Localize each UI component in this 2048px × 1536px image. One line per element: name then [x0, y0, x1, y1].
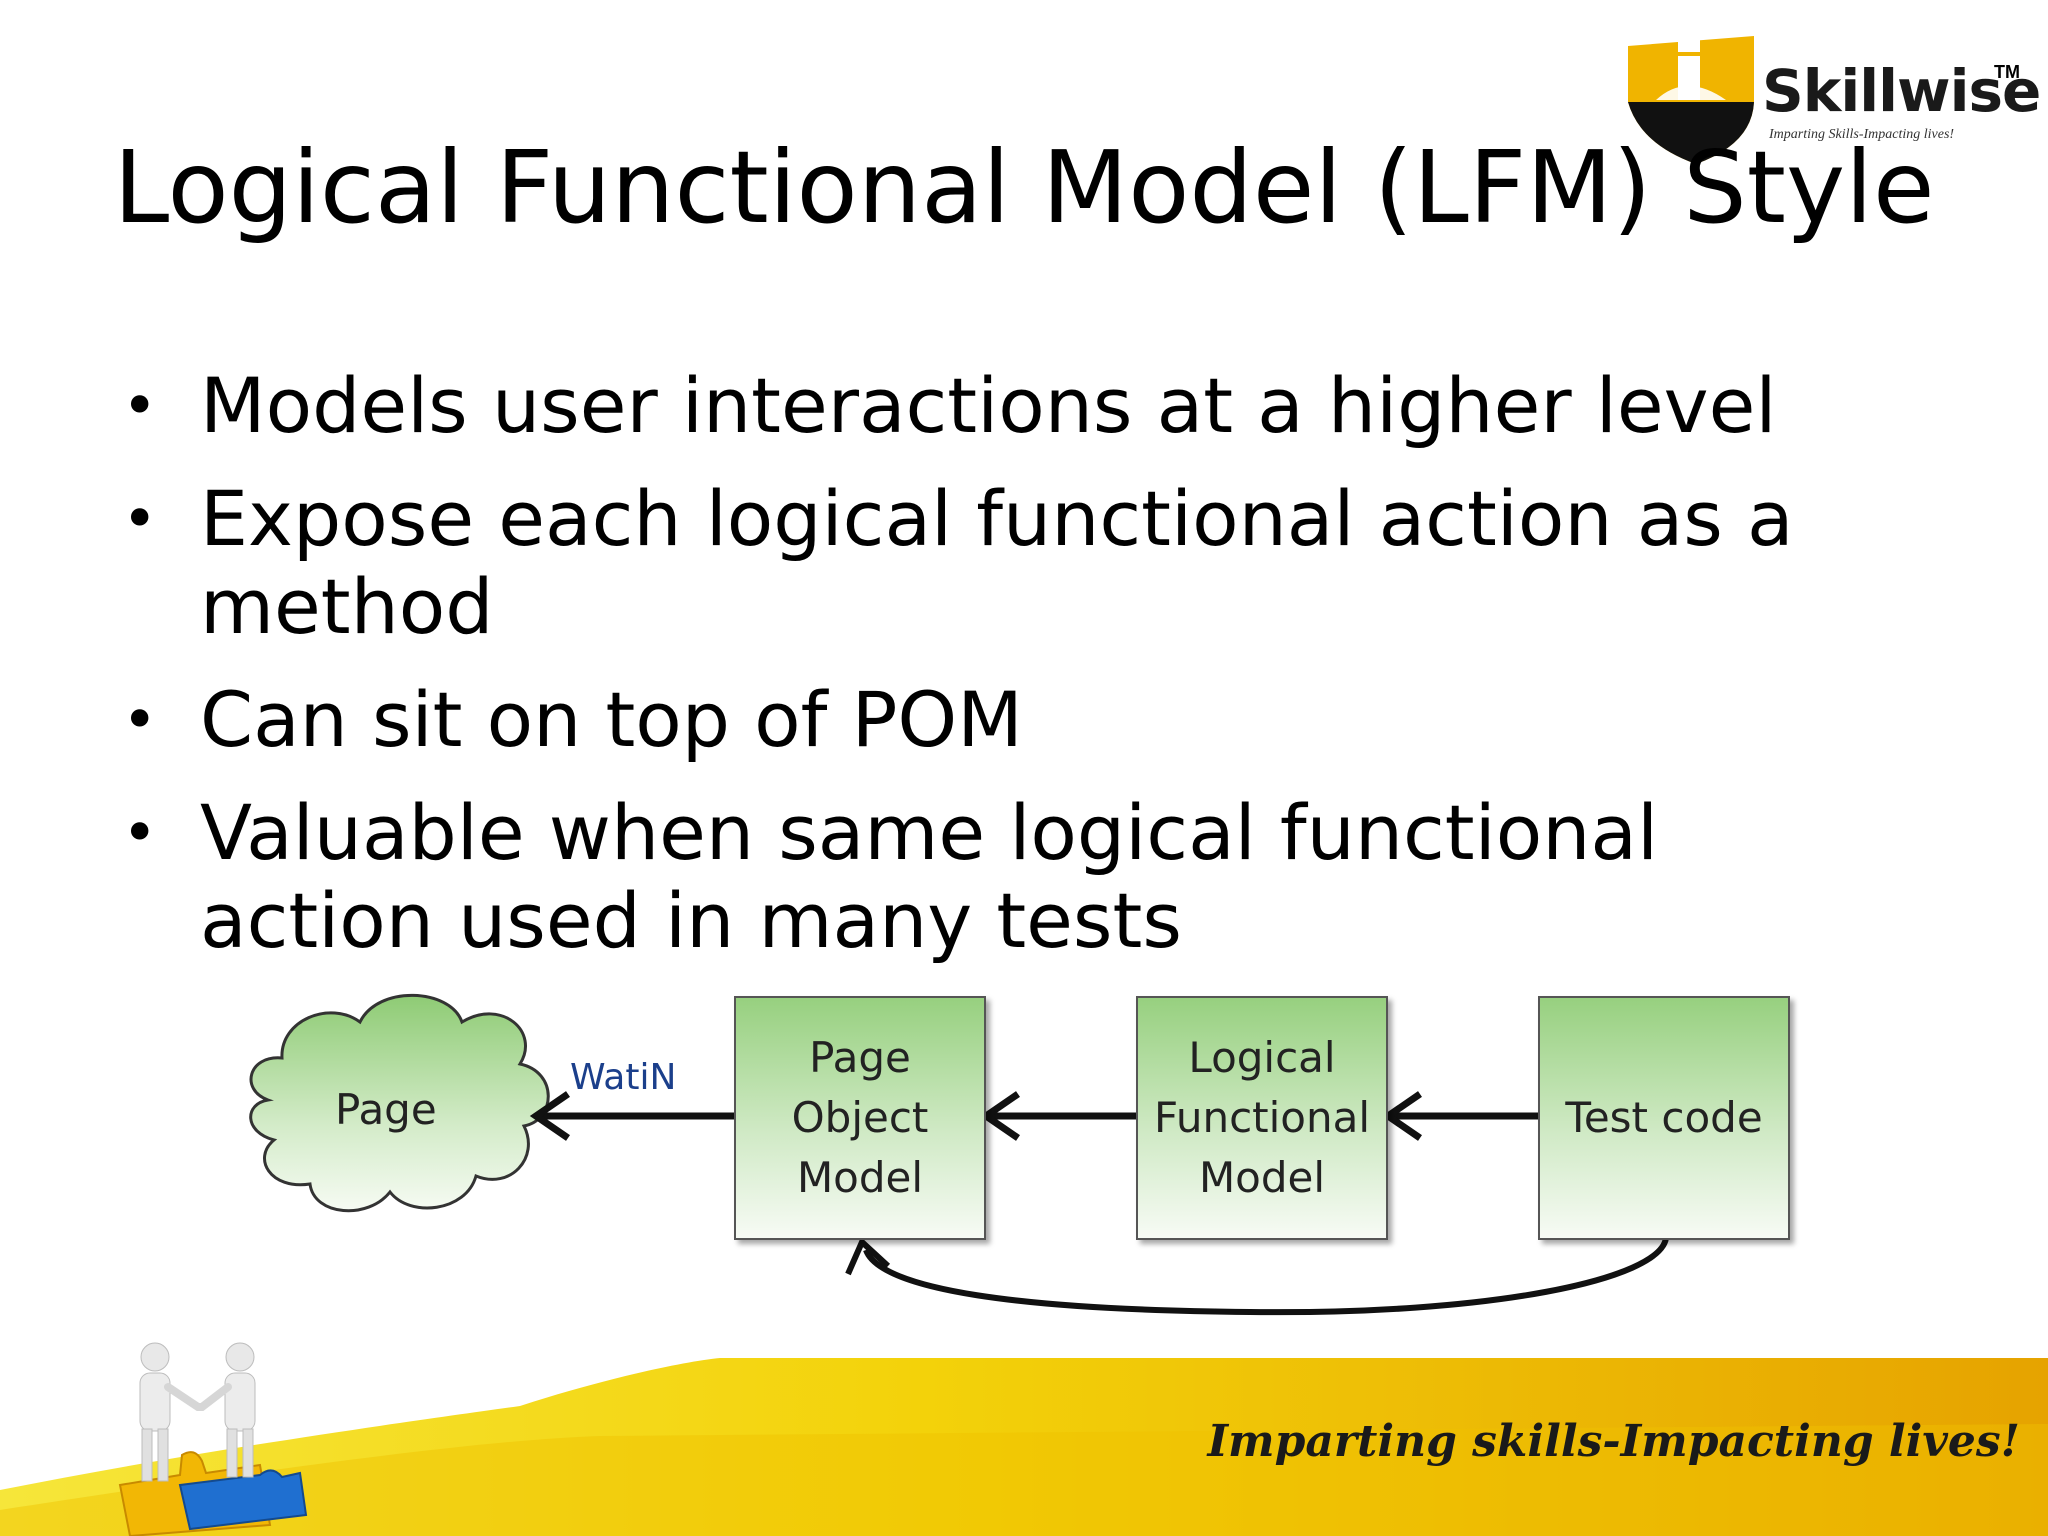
logical-functional-model-box: Logical Functional Model [1136, 996, 1388, 1240]
diagram-connectors [249, 993, 1669, 1316]
bullet-text: Expose each logical functional action as… [200, 474, 1794, 651]
slide-title: Logical Functional Model (LFM) Style [113, 129, 1935, 246]
bullet-item: • Models user interactions at a higher l… [116, 362, 1976, 450]
test-code-box: Test code [1538, 996, 1790, 1240]
footer-band [0, 1358, 2048, 1536]
box-label: Page Object Model [791, 1033, 929, 1202]
box-label: Test code [1565, 1093, 1763, 1142]
logo-wordmark: Skillwise [1762, 57, 2041, 125]
logo-tagline: Imparting Skills-Impacting lives! [1769, 127, 1955, 142]
logo-shield-icon [1628, 36, 1754, 164]
bullet-dot: • [122, 484, 158, 554]
bullet-dot: • [122, 685, 158, 755]
bullet-item: • Valuable when same logical functional … [116, 789, 1790, 965]
bullet-dot: • [122, 798, 158, 868]
bullet-item: • Can sit on top of POM [116, 676, 1976, 764]
logo-trademark: TM [1994, 62, 2020, 82]
page-cloud-icon [249, 993, 550, 1213]
bullet-text: Valuable when same logical functional ac… [200, 788, 1659, 965]
page-cloud-label: Page [335, 1085, 437, 1134]
bullet-text: Models user interactions at a higher lev… [200, 361, 1777, 450]
bullet-list: • Models user interactions at a higher l… [116, 362, 1976, 990]
architecture-diagram: Page WatiN Page Object Model Logical Fun… [240, 980, 1820, 1340]
bullet-dot: • [122, 371, 158, 441]
bullet-item: • Expose each logical functional action … [116, 475, 1976, 651]
box-label: Logical Functional Model [1153, 1033, 1371, 1202]
footer-tagline: Imparting skills-Impacting lives! [1207, 1416, 2020, 1467]
skillwise-logo: Skillwise TM Imparting Skills-Impacting … [1626, 32, 2041, 168]
page-object-model-box: Page Object Model [734, 996, 986, 1240]
bullet-text: Can sit on top of POM [200, 675, 1023, 764]
watin-label: WatiN [570, 1057, 677, 1098]
handshake-puzzle-icon [118, 1342, 308, 1536]
